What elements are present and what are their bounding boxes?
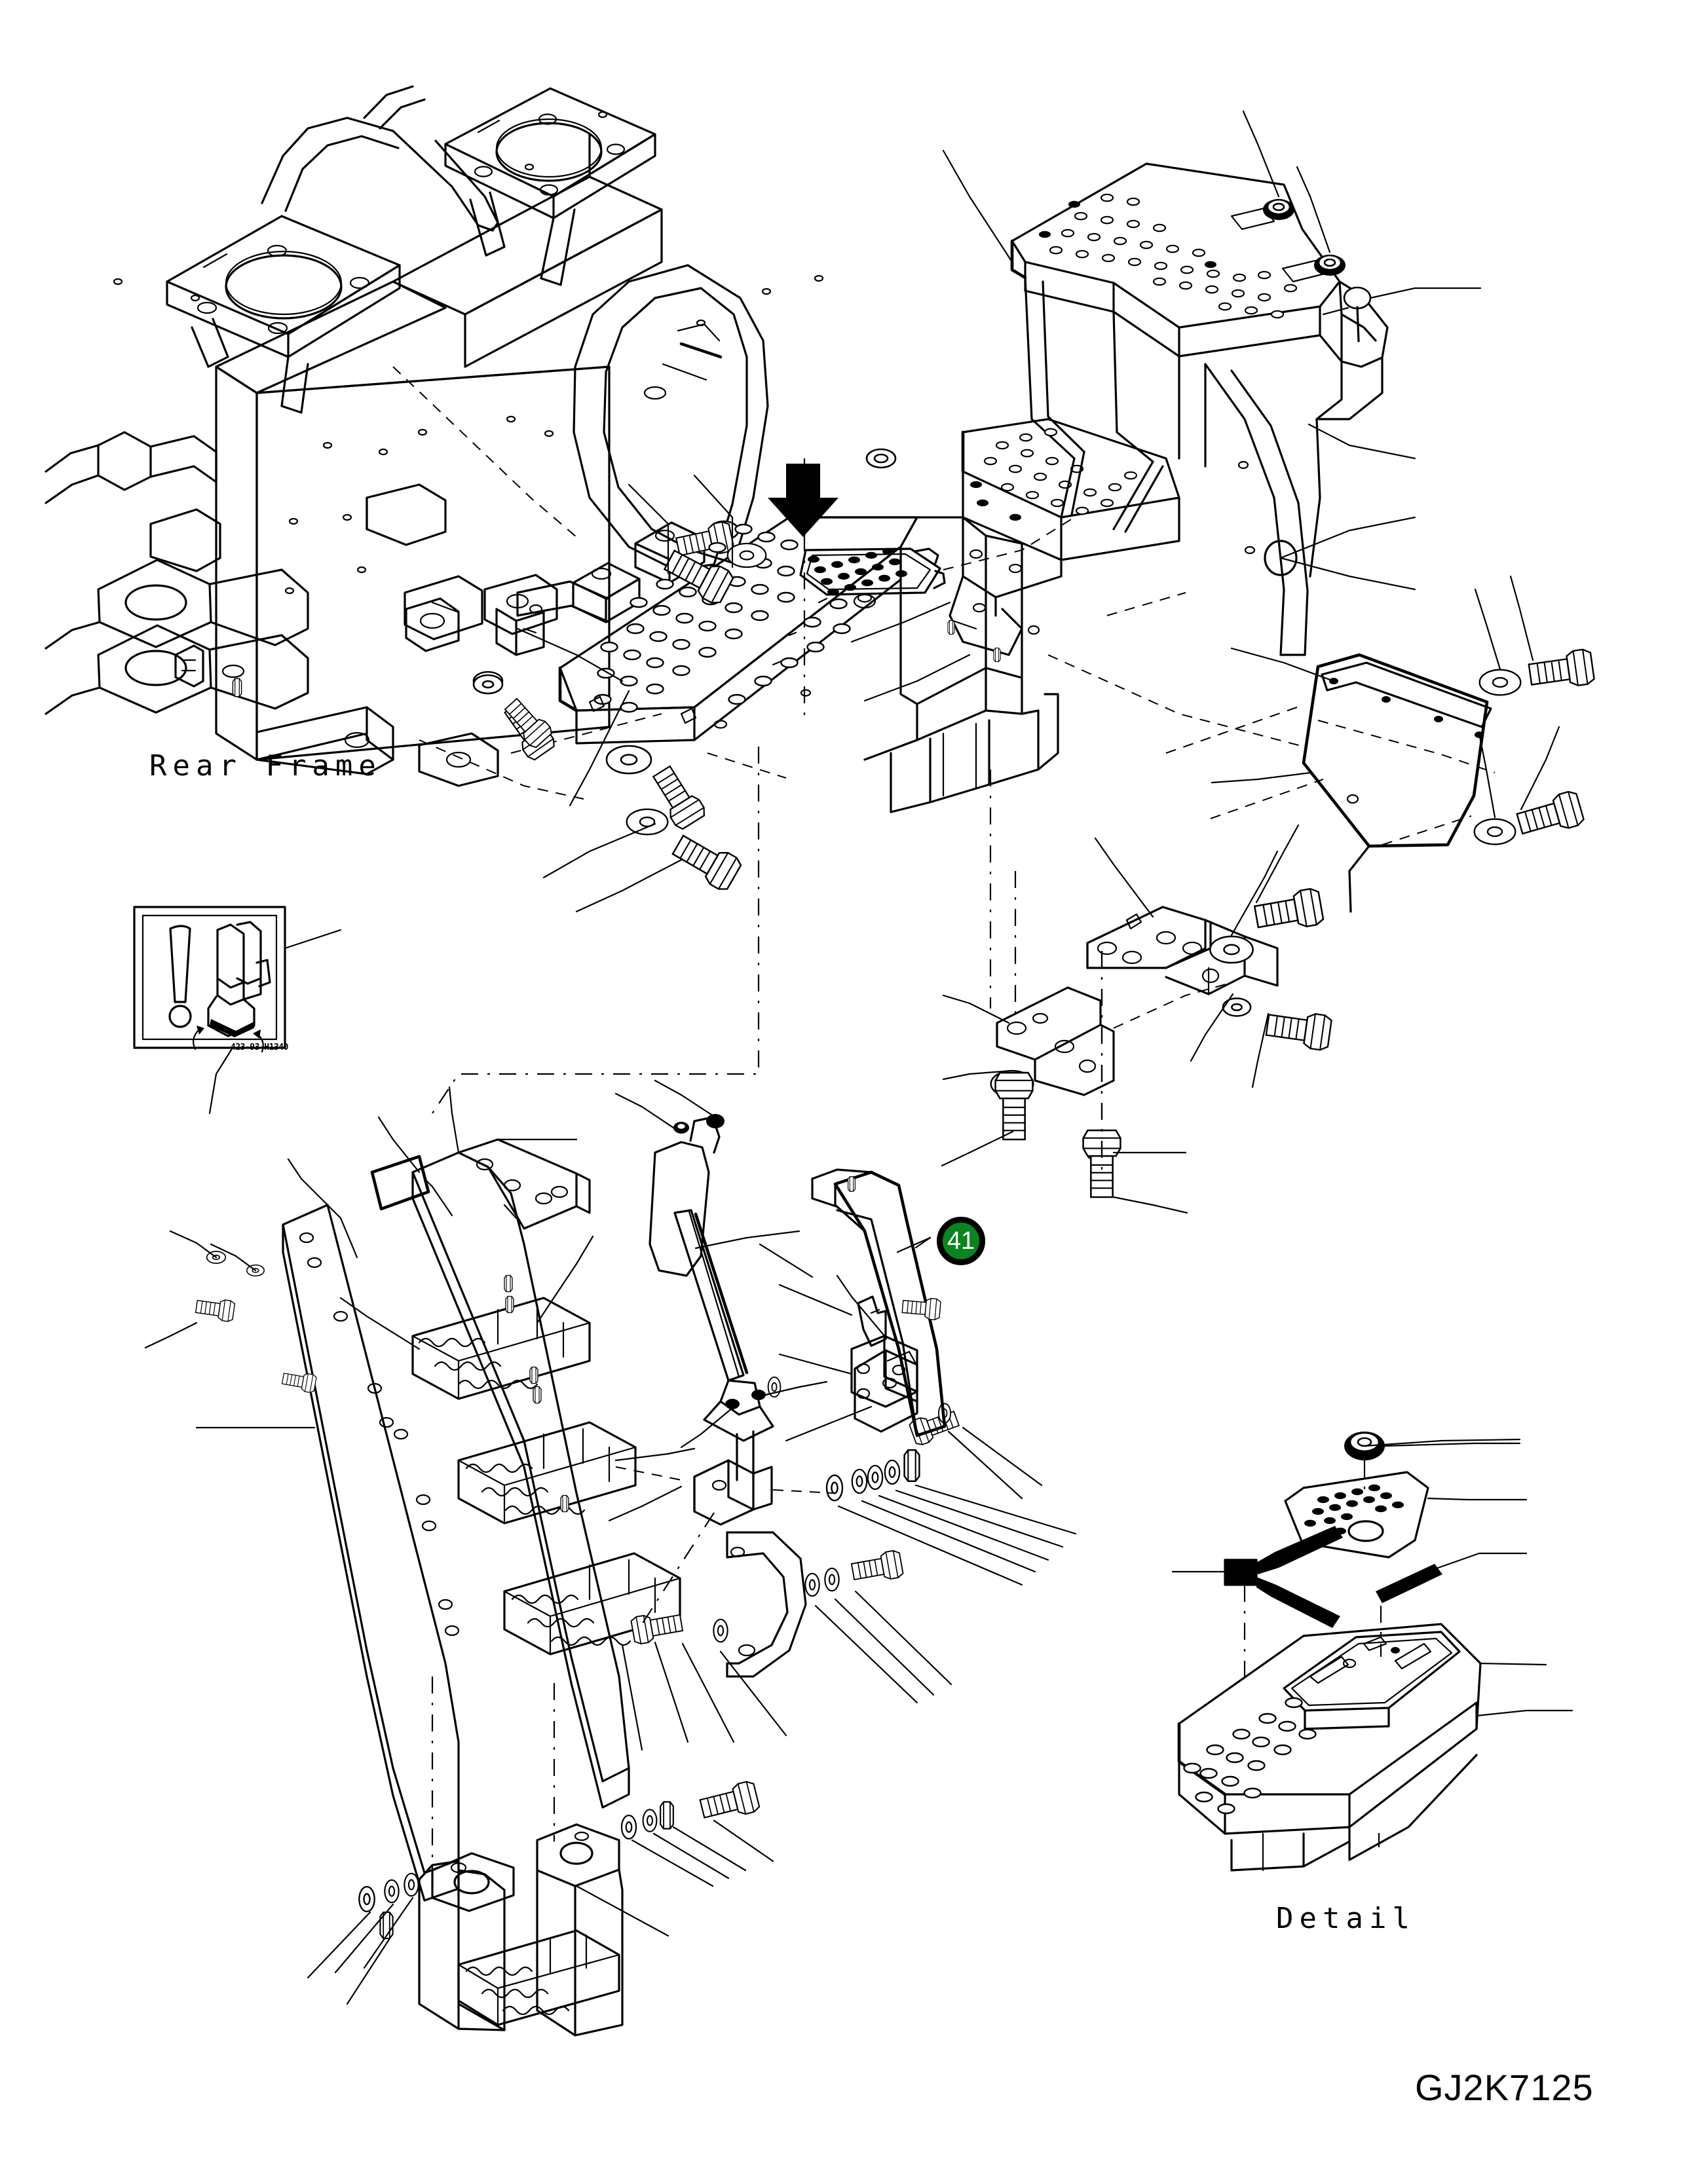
warning-decal-frame	[133, 906, 342, 1115]
construction-lines	[432, 458, 1324, 1172]
mud-guard-panel	[1302, 648, 1596, 913]
upper-step-platform	[947, 162, 1389, 663]
drawing-number: GJ2K7125	[1415, 2067, 1594, 2108]
rear-frame-assembly	[45, 85, 824, 801]
main-step-deck	[558, 516, 1059, 813]
warning-decal-part-number: 423-93-H1340	[231, 1043, 288, 1052]
callout-41-number: 41	[947, 1227, 975, 1255]
assembly-direction-arrow	[768, 464, 838, 537]
ladder-tread	[457, 1421, 637, 1525]
ladder-tread	[411, 1297, 591, 1400]
gas-strut	[649, 1114, 774, 1481]
detail-view	[1171, 1432, 1573, 1872]
deck-hardware	[472, 448, 897, 894]
detail-label: Detail	[1276, 1902, 1416, 1935]
callout-41[interactable]: 41	[937, 1217, 985, 1265]
rear-frame-label: Rear Frame	[149, 749, 382, 783]
lower-step	[358, 1779, 761, 2037]
frame-attach-plates	[404, 519, 740, 832]
leader-lines	[144, 110, 1560, 1522]
ladder-assembly	[195, 1138, 1077, 2037]
